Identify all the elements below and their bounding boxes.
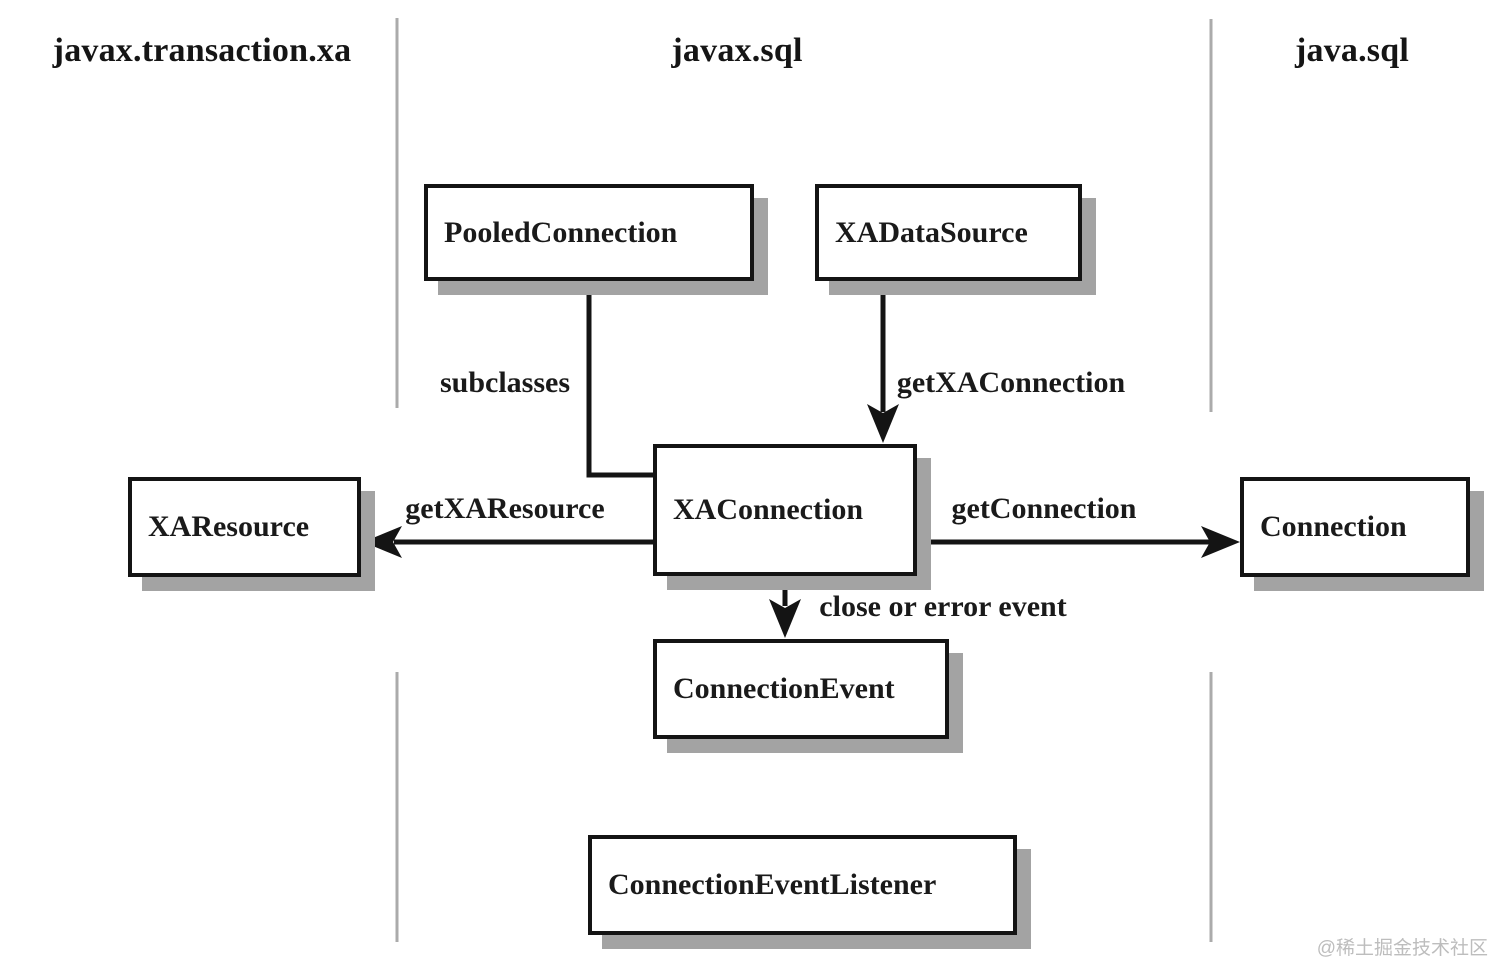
get-connection-arrowhead (1201, 526, 1240, 558)
package-header-javax-transaction-xa: javax.transaction.xa (52, 32, 352, 69)
class-box-xa-data-source: XADataSource (815, 184, 1082, 281)
class-label-xa-connection: XAConnection (673, 493, 864, 526)
subclasses-connector-line (586, 281, 653, 478)
watermark-juejin-community: @稀土掘金技术社区 (1316, 938, 1488, 959)
class-box-connection: Connection (1240, 477, 1470, 577)
class-box-xa-resource: XAResource (128, 477, 361, 577)
class-box-connection-event: ConnectionEvent (653, 639, 949, 739)
edge-label-close-or-error-event: close or error event (819, 590, 1067, 623)
class-box-connection-event-listener: ConnectionEventListener (588, 835, 1017, 935)
class-box-xa-connection: XAConnection (653, 444, 917, 576)
class-label-connection: Connection (1260, 510, 1407, 543)
class-label-connection-event-listener: ConnectionEventListener (608, 868, 937, 901)
edge-label-get-connection: getConnection (951, 492, 1137, 525)
close-or-error-arrowhead (769, 599, 801, 638)
class-label-pooled-connection: PooledConnection (444, 215, 678, 249)
class-label-connection-event: ConnectionEvent (673, 672, 895, 705)
get-xa-connection-arrowhead (867, 404, 899, 443)
edge-label-get-xa-connection: getXAConnection (896, 366, 1126, 399)
package-header-java-sql: java.sql (1294, 32, 1409, 69)
class-box-pooled-connection: PooledConnection (424, 184, 754, 281)
edge-label-subclasses: subclasses (439, 366, 571, 399)
class-label-xa-resource: XAResource (148, 510, 310, 543)
edge-label-get-xa-resource: getXAResource (405, 492, 605, 525)
get-xa-resource-arrowhead (363, 526, 402, 558)
class-label-xa-data-source: XADataSource (835, 215, 1028, 249)
package-header-javax-sql: javax.sql (671, 32, 803, 69)
